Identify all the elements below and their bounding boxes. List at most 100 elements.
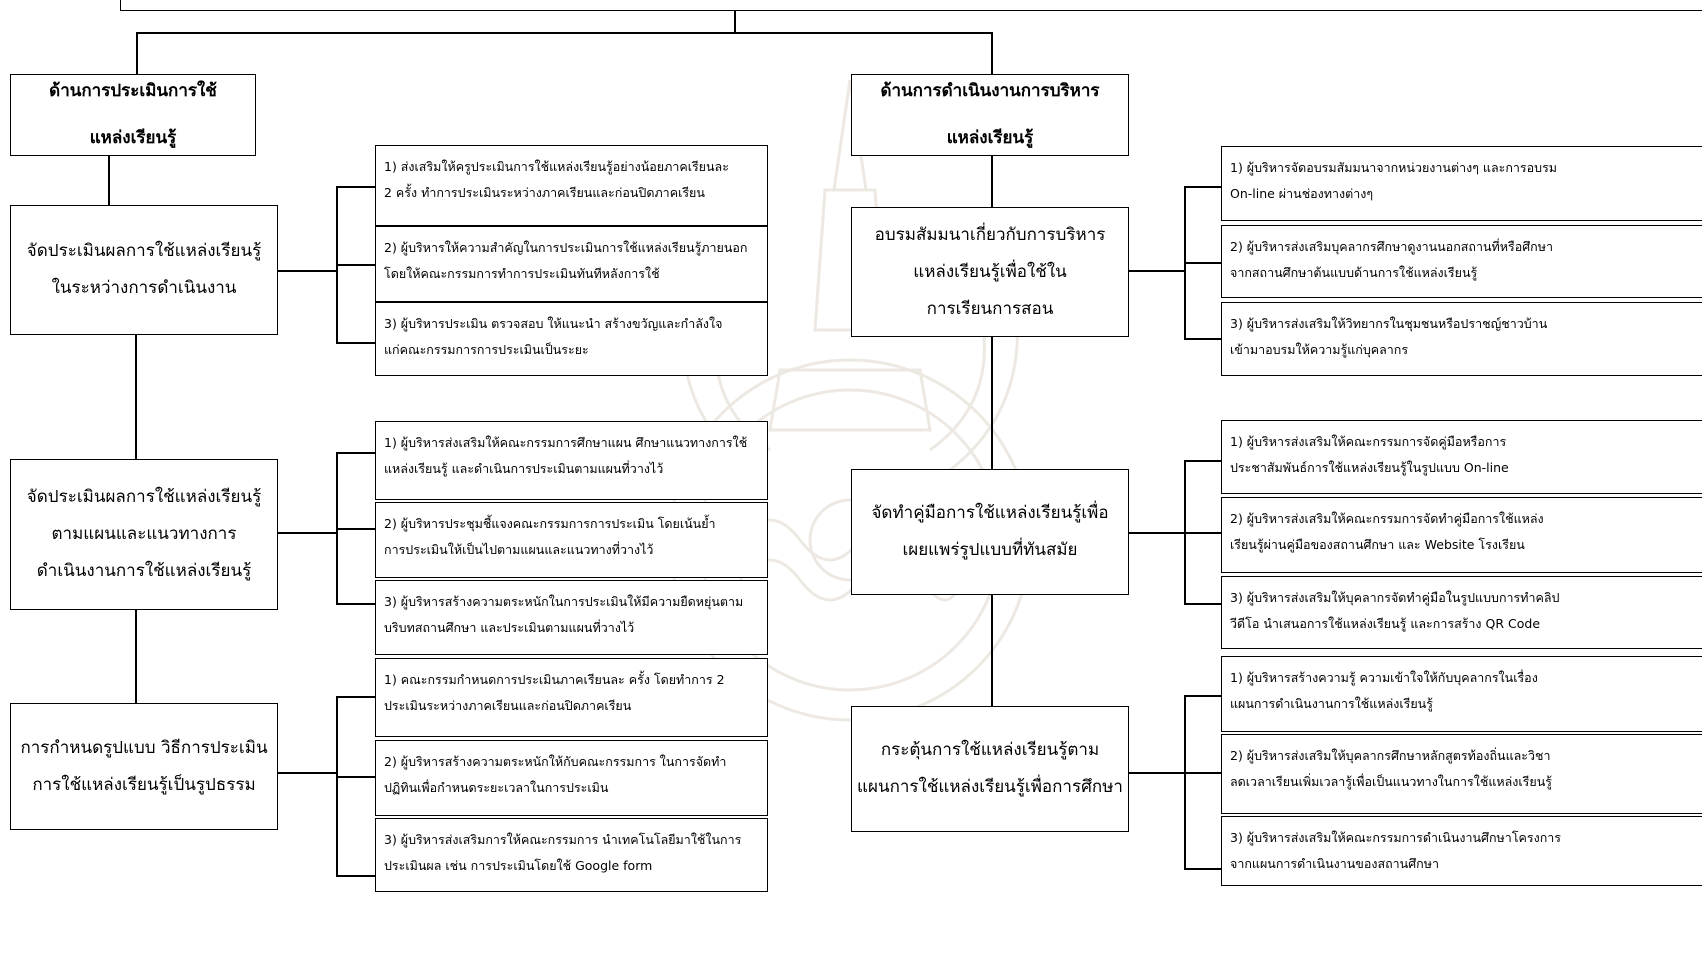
item-text-line: จากสถานศึกษาต้นแบบด้านการใช้แหล่งเรียนรู… <box>1230 265 1478 280</box>
item-text-line: เข้ามาอบรมให้ความรู้แก่บุคลากร <box>1230 342 1409 357</box>
right-header-line-1: ด้านการดำเนินงานการบริหาร <box>880 81 1100 101</box>
left-group-1-item-3: 3) ผู้บริหารประเมิน ตรวจสอบ ให้แนะนำ สร้… <box>375 302 768 376</box>
connector <box>336 875 376 877</box>
item-text-line: 2) ผู้บริหารสร้างความตระหนักให้กับคณะกรร… <box>384 754 727 769</box>
connector <box>136 32 138 75</box>
connector <box>135 335 137 460</box>
item-text-line: 2) ผู้บริหารประชุมชี้แจงคณะกรรมการการประ… <box>384 516 716 531</box>
item-text-line: 1) ผู้บริหารส่งเสริมให้คณะกรรมการศึกษาแผ… <box>384 435 748 450</box>
right-category-3-line-2: แผนการใช้แหล่งเรียนรู้เพื่อการศึกษา <box>857 777 1123 797</box>
left-header-box: ด้านการประเมินการใช้ แหล่งเรียนรู้ <box>10 74 256 156</box>
right-group-2-item-2: 2) ผู้บริหารส่งเสริมให้คณะกรรมการจัดทำคู… <box>1221 497 1702 573</box>
connector <box>336 696 338 876</box>
item-text-line: 2 ครั้ง ทำการประเมินระหว่างภาคเรียนและก่… <box>384 185 705 200</box>
item-text-line: 3) ผู้บริหารส่งเสริมให้คณะกรรมการดำเนินง… <box>1230 830 1562 845</box>
left-category-2-line-3: ดำเนินงานการใช้แหล่งเรียนรู้ <box>36 561 252 581</box>
left-group-3-item-2: 2) ผู้บริหารสร้างความตระหนักให้กับคณะกรร… <box>375 740 768 816</box>
item-text-line: 2) ผู้บริหารส่งเสริมบุคลากรศึกษาดูงานนอก… <box>1230 239 1553 254</box>
right-group-1-item-1: 1) ผู้บริหารจัดอบรมสัมมนาจากหน่วยงานต่าง… <box>1221 146 1702 221</box>
right-category-box-3: กระตุ้นการใช้แหล่งเรียนรู้ตาม แผนการใช้แ… <box>851 706 1129 832</box>
left-group-2-item-3: 3) ผู้บริหารสร้างความตระหนักในการประเมิน… <box>375 580 768 655</box>
left-group-2-item-1: 1) ผู้บริหารส่งเสริมให้คณะกรรมการศึกษาแผ… <box>375 421 768 500</box>
connector <box>278 270 336 272</box>
left-header-line-2: แหล่งเรียนรู้ <box>89 128 177 148</box>
left-category-box-1: จัดประเมินผลการใช้แหล่งเรียนรู้ ในระหว่า… <box>10 205 278 335</box>
right-group-3-item-3: 3) ผู้บริหารส่งเสริมให้คณะกรรมการดำเนินง… <box>1221 816 1702 886</box>
connector <box>1184 695 1222 697</box>
item-text-line: 1) ผู้บริหารจัดอบรมสัมมนาจากหน่วยงานต่าง… <box>1230 160 1558 175</box>
right-category-3-line-1: กระตุ้นการใช้แหล่งเรียนรู้ตาม <box>880 740 1100 760</box>
left-group-1-item-2: 2) ผู้บริหารให้ความสำคัญในการประเมินการใ… <box>375 226 768 302</box>
connector <box>336 776 376 778</box>
item-text-line: ลดเวลาเรียนเพิ่มเวลารู้เพื่อเป็นแนวทางใน… <box>1230 774 1552 789</box>
item-text-line: การประเมินให้เป็นไปตามแผนและแนวทางที่วาง… <box>384 542 654 557</box>
connector <box>336 528 376 530</box>
left-group-1-item-1: 1) ส่งเสริมให้ครูประเมินการใช้แหล่งเรียน… <box>375 145 768 226</box>
right-category-box-1: อบรมสัมมนาเกี่ยวกับการบริหาร แหล่งเรียนร… <box>851 207 1129 337</box>
left-category-box-2: จัดประเมินผลการใช้แหล่งเรียนรู้ ตามแผนแล… <box>10 459 278 610</box>
left-category-3-line-1: การกำหนดรูปแบบ วิธีการประเมิน <box>20 737 268 758</box>
right-header-line-2: แหล่งเรียนรู้ <box>946 128 1034 148</box>
item-text-line: ประเมินระหว่างภาคเรียนและก่อนปิดภาคเรียน <box>384 698 632 713</box>
left-category-1-line-1: จัดประเมินผลการใช้แหล่งเรียนรู้ <box>26 241 262 261</box>
right-header-box: ด้านการดำเนินงานการบริหาร แหล่งเรียนรู้ <box>851 74 1129 156</box>
right-category-1-line-3: การเรียนการสอน <box>926 298 1054 319</box>
connector <box>1184 460 1222 462</box>
item-text-line: 3) ผู้บริหารส่งเสริมการให้คณะกรรมการ นำเ… <box>384 832 742 847</box>
connector <box>336 696 376 698</box>
connector <box>336 603 376 605</box>
left-header-line-1: ด้านการประเมินการใช้ <box>49 81 217 101</box>
left-group-3-item-3: 3) ผู้บริหารส่งเสริมการให้คณะกรรมการ นำเ… <box>375 818 768 892</box>
connector <box>1184 695 1186 869</box>
right-category-2-line-2: เผยแพร่รูปแบบที่ทันสมัย <box>902 540 1078 560</box>
connector <box>1184 186 1222 188</box>
connector <box>336 264 376 266</box>
connector <box>1129 772 1185 774</box>
item-text-line: 3) ผู้บริหารส่งเสริมให้วิทยากรในชุมชนหรื… <box>1230 316 1548 331</box>
connector <box>991 595 993 707</box>
left-category-3-line-2: การใช้แหล่งเรียนรู้เป็นรูปธรรม <box>32 774 256 795</box>
connector <box>991 32 993 75</box>
item-text-line: 1) คณะกรรมกำหนดการประเมินภาคเรียนละ ครั้… <box>384 672 725 687</box>
item-text-line: 3) ผู้บริหารส่งเสริมให้บุคลากรจัดทำคู่มื… <box>1230 590 1560 605</box>
connector <box>135 610 137 704</box>
item-text-line: แผนการดำเนินงานการใช้แหล่งเรียนรู้ <box>1230 696 1433 711</box>
item-text-line: 1) ส่งเสริมให้ครูประเมินการใช้แหล่งเรียน… <box>384 159 729 174</box>
item-text-line: 2) ผู้บริหารส่งเสริมให้คณะกรรมการจัดทำคู… <box>1230 511 1544 526</box>
right-group-2-item-1: 1) ผู้บริหารส่งเสริมให้คณะกรรมการจัดคู่ม… <box>1221 420 1702 494</box>
item-text-line: 3) ผู้บริหารประเมิน ตรวจสอบ ให้แนะนำ สร้… <box>384 316 723 331</box>
item-text-line: เรียนรู้ผ่านคู่มือของสถานศึกษา และ Websi… <box>1230 537 1525 552</box>
item-text-line: จากแผนการดำเนินงานของสถานศึกษา <box>1230 856 1439 871</box>
connector <box>1184 868 1222 870</box>
connector <box>991 156 993 208</box>
right-group-3-item-2: 2) ผู้บริหารส่งเสริมให้บุคลากรศึกษาหลักส… <box>1221 734 1702 814</box>
item-text-line: 2) ผู้บริหารให้ความสำคัญในการประเมินการใ… <box>384 240 748 255</box>
top-root-box <box>120 0 1702 11</box>
right-category-box-2: จัดทำคู่มือการใช้แหล่งเรียนรู้เพื่อ เผยแ… <box>851 469 1129 595</box>
connector <box>136 32 992 34</box>
item-text-line: แหล่งเรียนรู้ และดำเนินการประเมินตามแผนท… <box>384 461 664 476</box>
item-text-line: 1) ผู้บริหารส่งเสริมให้คณะกรรมการจัดคู่ม… <box>1230 434 1507 449</box>
right-category-1-line-2: แหล่งเรียนรู้เพื่อใช้ใน <box>913 261 1067 282</box>
item-text-line: โดยให้คณะกรรมการทำการประเมินทันทีหลังการ… <box>384 266 660 281</box>
item-text-line: บริบทสถานศึกษา และประเมินตามแผนที่วางไว้ <box>384 620 635 635</box>
right-group-2-item-3: 3) ผู้บริหารส่งเสริมให้บุคลากรจัดทำคู่มื… <box>1221 576 1702 649</box>
right-category-1-line-1: อบรมสัมมนาเกี่ยวกับการบริหาร <box>874 224 1106 245</box>
right-category-2-line-1: จัดทำคู่มือการใช้แหล่งเรียนรู้เพื่อ <box>871 503 1109 523</box>
item-text-line: 1) ผู้บริหารสร้างความรู้ ความเข้าใจให้กั… <box>1230 670 1538 685</box>
connector <box>734 10 736 33</box>
item-text-line: ประชาสัมพันธ์การใช้แหล่งเรียนรู้ในรูปแบบ… <box>1230 460 1509 475</box>
connector <box>1184 338 1222 340</box>
item-text-line: ประเมินผล เช่น การประเมินโดยใช้ Google f… <box>384 858 653 873</box>
connector <box>278 532 336 534</box>
connector <box>1129 532 1185 534</box>
item-text-line: วีดีโอ นำเสนอการใช้แหล่งเรียนรู้ และการส… <box>1230 616 1541 631</box>
connector <box>278 772 336 774</box>
connector <box>991 337 993 470</box>
connector <box>1184 532 1222 534</box>
left-category-box-3: การกำหนดรูปแบบ วิธีการประเมิน การใช้แหล่… <box>10 703 278 830</box>
right-group-3-item-1: 1) ผู้บริหารสร้างความรู้ ความเข้าใจให้กั… <box>1221 656 1702 732</box>
connector <box>336 342 376 344</box>
connector <box>1184 603 1222 605</box>
left-category-2-line-1: จัดประเมินผลการใช้แหล่งเรียนรู้ <box>26 487 262 507</box>
